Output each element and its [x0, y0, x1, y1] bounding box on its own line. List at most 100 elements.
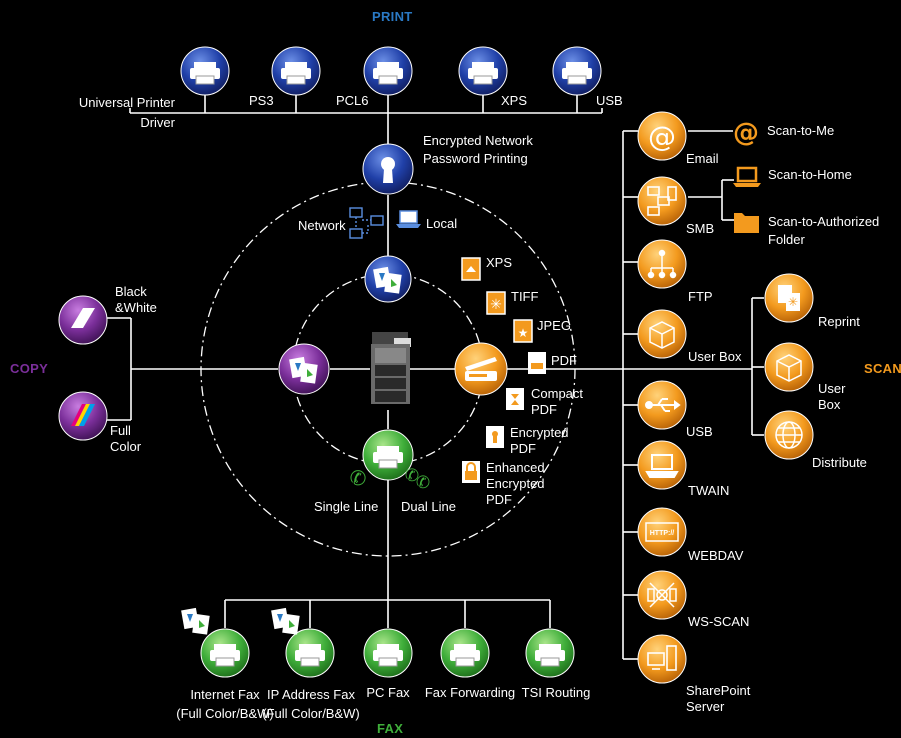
ps3-node[interactable] [271, 46, 321, 96]
pcl6-label: PCL6 [336, 93, 369, 108]
ip-address-fax-label: IP Address Fax (Full Color/B&W) [262, 687, 360, 721]
color-documents-icon [181, 607, 210, 635]
svg-text:✳: ✳ [788, 295, 798, 309]
usb-scan-label: USB [686, 424, 713, 439]
compact-pdf-label: Compact PDF [531, 386, 584, 417]
twain-node[interactable] [637, 440, 687, 490]
email-node[interactable]: @ [637, 111, 687, 161]
jpeg-format-label: JPEG [537, 318, 571, 333]
copy-document-node[interactable] [278, 343, 330, 395]
ip-address-fax-node[interactable] [285, 628, 335, 678]
scan-section-title: SCAN [864, 361, 901, 376]
ftp-node[interactable] [637, 239, 687, 289]
fax-forwarding-label: Fax Forwarding [424, 685, 516, 700]
pdf-format-label: PDF [551, 353, 577, 368]
pc-fax-node[interactable] [363, 628, 413, 678]
scan-to-home-label: Scan-to-Home [768, 167, 852, 182]
encrypted-pdf-file-icon [486, 426, 504, 448]
copy-color-label: Full Color [110, 423, 142, 454]
copy-full-color-node[interactable] [58, 391, 108, 441]
dual-line-phone-icon: ✆ ✆ [405, 466, 430, 493]
dual-line-label: Dual Line [401, 499, 456, 514]
universal-printer-driver-node[interactable] [180, 46, 230, 96]
xps-driver-node[interactable] [458, 46, 508, 96]
ftp-tree-icon [647, 249, 677, 279]
fax-center-node[interactable] [362, 429, 414, 481]
usb-scan-node[interactable] [637, 380, 687, 430]
mfp-device-image [371, 332, 411, 404]
color-documents-icon [271, 607, 300, 635]
enhanced-encrypted-pdf-label: Enhanced Encrypted PDF [486, 460, 545, 507]
twain-label: TWAIN [688, 483, 730, 498]
encrypted-pdf-label: Encrypted PDF [510, 425, 569, 456]
encrypted-printing-label: Encrypted Network Password Printing [423, 133, 533, 166]
color-paper-icon [71, 404, 95, 426]
sharepoint-server-label: SharePoint Server [686, 683, 751, 714]
user-box-label: User Box [688, 349, 742, 364]
scan-to-authorized-folder-label: Scan-to-Authorized Folder [768, 214, 880, 247]
email-label: Email [686, 151, 719, 166]
pc-fax-label: PC Fax [366, 685, 410, 700]
box-icon [649, 321, 675, 349]
single-line-label: Single Line [314, 499, 379, 514]
scanner-icon [465, 357, 497, 381]
usb-print-label: USB [596, 93, 623, 108]
smb-node[interactable] [637, 176, 687, 226]
smb-label: SMB [686, 221, 715, 236]
tiff-file-icon: ✳ [486, 291, 506, 315]
svg-text:✆: ✆ [416, 473, 430, 493]
scan-destination-nodes: @ [637, 111, 687, 684]
scanner-node[interactable] [454, 342, 508, 396]
webdav-node[interactable]: HTTP:// [637, 507, 687, 557]
ws-scan-node[interactable] [637, 570, 687, 620]
internet-fax-label: Internet Fax (Full Color/B&W) [176, 687, 274, 721]
pdf-file-icon [528, 352, 546, 374]
copy-bw-label: Black &White [115, 284, 157, 315]
fax-section-title: FAX [377, 721, 404, 736]
laptop-icon [645, 454, 679, 478]
xps-driver-label: XPS [501, 93, 528, 108]
copy-section-title: COPY [10, 361, 49, 376]
pcl6-node[interactable] [363, 46, 413, 96]
connector-lines [105, 95, 764, 660]
user-box-sub-nodes: ✳ [764, 273, 814, 460]
ps3-label: PS3 [249, 93, 274, 108]
distribute-label: Distribute [812, 455, 867, 470]
user-box-sub-label: User Box [818, 381, 846, 412]
usb-icon [645, 398, 681, 412]
single-line-phone-icon: ✆ [350, 466, 367, 490]
network-label: Network [298, 218, 346, 233]
local-laptop-icon [396, 210, 421, 228]
print-section-title: PRINT [372, 9, 413, 24]
box-icon [776, 354, 802, 382]
local-label: Local [426, 216, 458, 231]
file-format-icons: ✳ ★ [461, 257, 546, 483]
internet-fax-node[interactable] [200, 628, 250, 678]
scan-to-me-at-icon: @ [733, 118, 759, 148]
reprint-icon [778, 285, 800, 311]
print-driver-nodes [180, 46, 602, 96]
user-box-sub-node[interactable] [764, 342, 814, 392]
http-text: HTTP:// [650, 530, 675, 537]
svg-text:★: ★ [518, 326, 529, 340]
usb-print-node[interactable] [552, 46, 602, 96]
distribute-node[interactable] [764, 410, 814, 460]
copy-black-white-node[interactable] [58, 295, 108, 345]
globe-icon [775, 421, 803, 449]
tiff-format-label: TIFF [511, 289, 539, 304]
scan-to-me-label: Scan-to-Me [767, 123, 835, 138]
sharepoint-server-node[interactable] [637, 634, 687, 684]
network-icon [349, 207, 384, 239]
xps-format-label: XPS [486, 255, 513, 270]
ws-scan-label: WS-SCAN [688, 614, 750, 629]
web-services-icon [647, 582, 677, 608]
reprint-node[interactable]: ✳ [764, 273, 814, 323]
fax-forwarding-node[interactable] [440, 628, 490, 678]
encrypted-printing-node[interactable] [362, 143, 414, 195]
print-document-node[interactable] [364, 255, 412, 303]
network-computers-icon [647, 186, 677, 216]
jpeg-file-icon: ★ [513, 319, 533, 343]
user-box-node[interactable] [637, 309, 687, 359]
tsi-routing-node[interactable] [525, 628, 575, 678]
